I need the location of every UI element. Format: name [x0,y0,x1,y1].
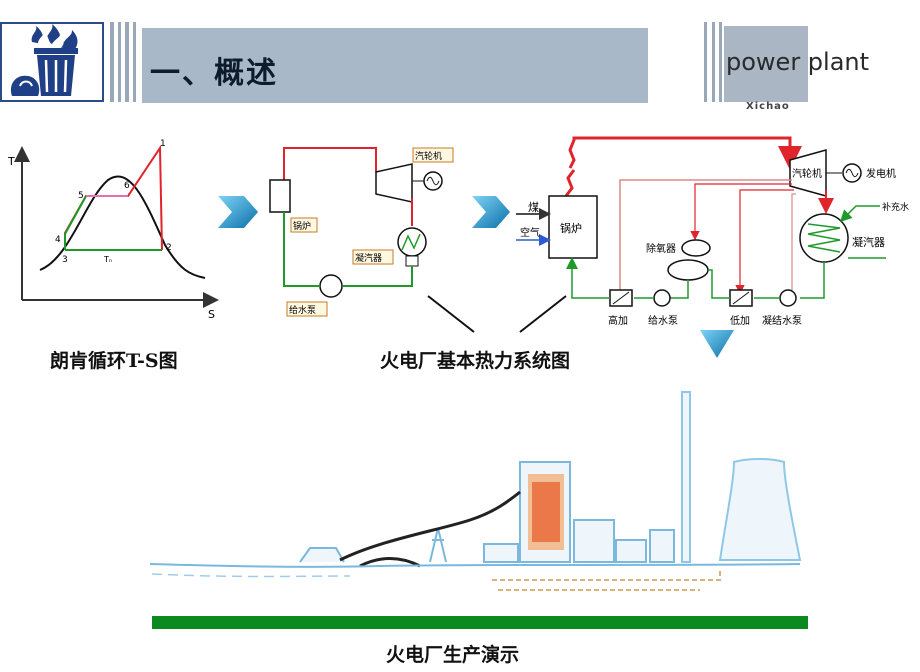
thermal-lp-heater-label: 低加 [730,314,750,327]
title-band [142,28,648,103]
thermal-boiler-label: 锅炉 [560,222,582,235]
thermal-caption: 火电厂基本热力系统图 [380,350,571,372]
thermal-condenser-label: 凝汽器 [852,235,885,249]
basic-condenser-label-box [352,249,394,265]
brand-box [724,26,808,102]
ts-tn-label: Tₙ [103,255,112,264]
basic-condenser-label: 凝汽器 [355,252,382,264]
basic-pump-label: 给水泵 [289,304,316,316]
thermal-air-label: 空气 [520,226,540,239]
boiler-box [269,179,291,213]
deaerator-tank [667,259,709,281]
ts-point-1: 1 [160,139,166,149]
ts-point-3: 3 [62,255,68,265]
flow-arrow-down [700,330,734,358]
cooling-tower [718,458,802,561]
basic-turbine-label-box [412,147,454,163]
decor-bars-right [702,22,726,102]
brand-sub: Xichao [746,101,790,112]
condensate-pump-icon [779,289,797,307]
thermal-system-diagram: 锅炉 煤 空气 汽轮机 发电机 凝汽器 补充水 除氧器 [516,136,909,327]
ts-diagram: T S 1 2 3 4 5 6 Tₙ [7,139,219,321]
thermal-generator-label: 发电机 [866,167,896,180]
ts-point-4: 4 [55,235,61,245]
thermal-feed-pump-icon [653,289,671,307]
turbine-shape [375,163,413,203]
flow-arrow-2 [472,196,510,228]
thermal-feed-pump-label: 给水泵 [648,314,678,327]
basic-turbine-label: 汽轮机 [415,150,442,162]
thermal-condensate-pump-label: 凝结水泵 [762,314,802,327]
basic-system-diagram: 汽轮机 凝汽器 锅炉 给水泵 [269,147,567,333]
coal-conveyor [339,490,521,562]
thermal-coal-label: 煤 [528,201,539,214]
thermal-condenser-icon [799,213,849,263]
ts-point-5: 5 [78,191,84,201]
thermal-makeup-label: 补充水 [882,201,909,213]
basic-pump-label-box [286,301,328,317]
ts-point-6: 6 [124,181,130,191]
basic-boiler-label: 锅炉 [293,220,311,232]
turbine-hall [573,519,615,563]
ground-bar [152,616,808,629]
flow-arrow-1 [218,196,258,228]
thermal-boiler-box [548,195,598,259]
chimney [681,391,691,563]
condenser-icon [397,227,427,257]
page-title: 一、概述 [150,56,278,91]
fire-logo [0,22,104,102]
decor-bars [106,22,140,102]
ts-axis-t: T [7,155,15,168]
thermal-hp-heater-label: 高加 [608,314,628,327]
feed-pump-icon [319,274,343,298]
burning-bin-icon [10,24,78,96]
thermal-turbine-label: 汽轮机 [792,167,822,180]
deaerator-top [681,239,711,257]
plant-caption: 火电厂生产演示 [386,644,520,666]
thermal-deaerator-label: 除氧器 [646,242,676,255]
ts-point-2: 2 [166,243,172,253]
plant-illustration [149,378,808,629]
basic-boiler-label-box [290,217,318,233]
ts-axis-s: S [208,308,215,321]
brand-text: power plant [726,48,870,76]
ts-caption: 朗肯循环T-S图 [50,350,178,372]
